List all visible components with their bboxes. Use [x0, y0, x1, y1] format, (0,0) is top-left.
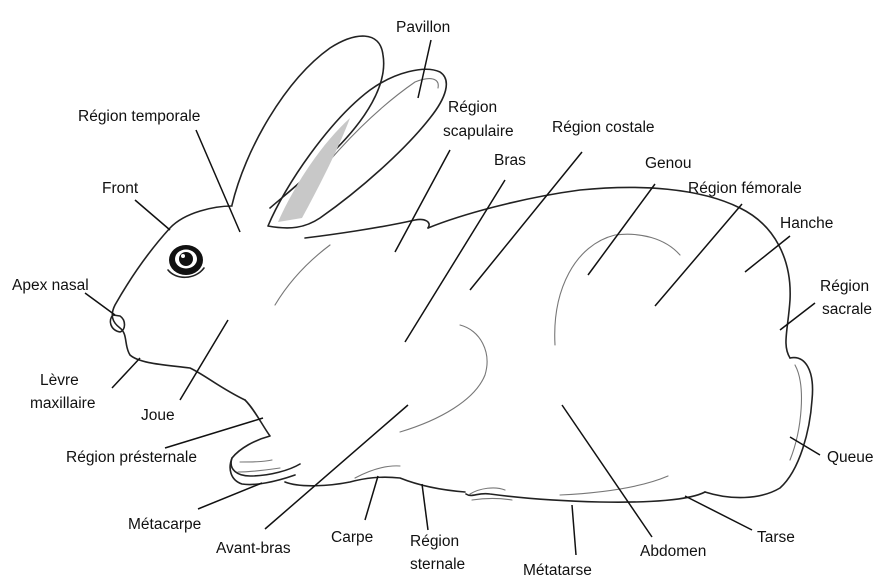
- label-avant-bras: Avant-bras: [216, 540, 291, 557]
- label-pavillon: Pavillon: [396, 19, 450, 36]
- label-region-costale: Région costale: [552, 119, 655, 136]
- shoulder-contour: [400, 325, 487, 432]
- front-paw-toes: [238, 460, 280, 472]
- label-region-temporale: Région temporale: [78, 108, 200, 125]
- ear-inner-shading: [278, 118, 350, 222]
- label-genou: Genou: [645, 155, 692, 172]
- head-outline: [112, 206, 245, 400]
- leader-genou: [588, 184, 655, 275]
- leader-apex-nasal: [85, 293, 115, 315]
- leader-carpe: [365, 476, 378, 520]
- leader-region-sacrale: [780, 303, 815, 330]
- leader-region-scapulaire: [395, 150, 450, 252]
- label-levre-maxillaire-line1: Lèvre: [40, 372, 79, 389]
- back-outline: [428, 187, 790, 358]
- label-queue: Queue: [827, 449, 874, 466]
- tail-inner: [790, 365, 801, 460]
- tail: [705, 358, 813, 498]
- leader-metatarse: [572, 505, 576, 555]
- leader-region-sternale: [422, 484, 428, 530]
- leader-levre-maxillaire: [112, 358, 140, 388]
- label-bras: Bras: [494, 152, 526, 169]
- front-leg-outline: [231, 400, 300, 476]
- leader-joue: [180, 320, 228, 400]
- label-region-scapulaire-line1: Région: [448, 99, 497, 116]
- label-carpe: Carpe: [331, 529, 373, 546]
- leader-tarse: [685, 496, 752, 530]
- label-region-sternale-line2: sternale: [410, 556, 465, 573]
- label-levre-maxillaire-line2: maxillaire: [30, 395, 95, 412]
- label-abdomen: Abdomen: [640, 543, 706, 560]
- thigh-contour: [555, 234, 680, 345]
- label-region-sacrale-line1: Région: [820, 278, 869, 295]
- label-region-femorale: Région fémorale: [688, 180, 802, 197]
- label-region-sternale-line1: Région: [410, 533, 459, 550]
- label-region-presternale: Région présternale: [66, 449, 197, 466]
- label-region-sacrale-line2: sacrale: [822, 301, 872, 318]
- belly-contour: [560, 476, 668, 495]
- labels: Pavillon Région temporale Région scapula…: [12, 19, 874, 578]
- leader-region-presternale: [165, 418, 263, 448]
- leader-region-femorale: [655, 204, 742, 306]
- neck-contour: [275, 245, 330, 305]
- leader-region-costale: [470, 152, 582, 290]
- label-joue: Joue: [141, 407, 175, 424]
- leader-abdomen: [562, 405, 652, 537]
- label-metatarse: Métatarse: [523, 562, 592, 578]
- leader-front: [135, 200, 170, 230]
- label-metacarpe: Métacarpe: [128, 516, 201, 533]
- leader-metacarpe: [198, 483, 262, 509]
- label-front: Front: [102, 180, 139, 197]
- leader-region-temporale: [196, 130, 240, 232]
- label-tarse: Tarse: [757, 529, 795, 546]
- label-region-scapulaire-line2: scapulaire: [443, 123, 514, 140]
- eye: [168, 245, 204, 277]
- label-apex-nasal: Apex nasal: [12, 277, 89, 294]
- label-hanche: Hanche: [780, 215, 833, 232]
